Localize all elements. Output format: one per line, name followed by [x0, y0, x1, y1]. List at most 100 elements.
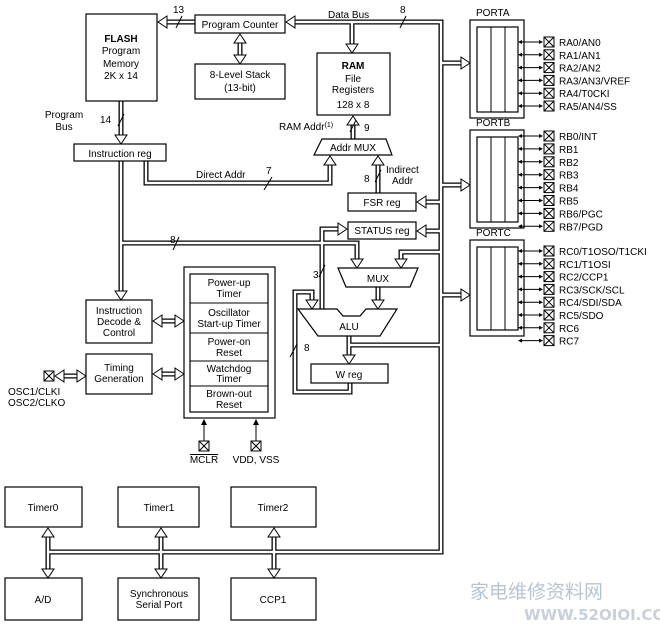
pin: RC0/T1OSO/T1CKI: [518, 245, 647, 258]
arrow-to-mux-l: [350, 258, 364, 269]
pin: RC1/T1OSI: [518, 258, 611, 271]
arrow-ccp1: [267, 568, 281, 579]
pin: RB3: [518, 169, 579, 182]
osc-startup-2: Start-up Timer: [197, 319, 261, 330]
timer0-label: Timer0: [28, 503, 59, 514]
pin-label: RA2/AN2: [559, 64, 601, 75]
alu-to-status-bus-inner: [320, 227, 340, 309]
timing-generation: Timing Generation: [85, 353, 153, 395]
pin-label: RA5/AN4/SS: [559, 102, 617, 113]
arrow-indirect-to-mux: [371, 155, 385, 166]
ad-converter: A/D: [4, 577, 83, 621]
osc-pin: OSC1/CLKI OSC2/CLKO: [8, 370, 65, 409]
mclr-pin: MCLR: [190, 419, 218, 466]
pin: RB1: [518, 143, 579, 156]
port-name: PORTA: [476, 8, 510, 19]
bus-to-mux-inner: [399, 250, 441, 261]
pin-label: RC1/T1OSI: [559, 260, 611, 271]
ram-line2: Registers: [332, 85, 374, 96]
stack-line2: (13-bit): [224, 83, 256, 94]
stack: 8-Level Stack (13-bit): [194, 63, 286, 100]
pin-label: RB0/INT: [559, 132, 597, 143]
w-reg-label: W reg: [336, 370, 363, 381]
ram-line1: File: [345, 74, 362, 85]
data-bus-width-label: 8: [400, 5, 406, 16]
watermark-url: WWW.52OIOI.COM: [524, 606, 660, 624]
reset-timer-block: Power-up Timer Oscillator Start-up Timer…: [183, 266, 276, 419]
ram-addr-label: RAM Addr(1): [279, 122, 333, 133]
timer1-label: Timer1: [144, 503, 175, 514]
instruction-reg-label: Instruction reg: [88, 149, 151, 160]
arrow-ad: [41, 568, 55, 579]
power-up-timer-1: Power-up: [208, 278, 251, 289]
fsr-reg: FSR reg: [347, 192, 417, 212]
bus-labels: 13 Data Bus 8 Program Bus 14 RAM Addr(1)…: [45, 5, 419, 354]
pin: RC5/SDO: [518, 309, 604, 322]
arrow-to-ram: [345, 43, 359, 54]
mux-label: MUX: [367, 274, 390, 285]
bus-width-ticks: [117, 15, 407, 358]
pin-label: RB4: [559, 184, 579, 195]
ram-title: RAM: [342, 61, 365, 72]
flash-line1: Program: [102, 46, 140, 57]
arrow-decode-r: [174, 314, 185, 328]
arrow-osc-l: [54, 369, 65, 383]
arrow-pc-stack-up: [233, 33, 247, 44]
pin: RB0/INT: [518, 130, 597, 143]
decode-line1: Instruction: [96, 306, 142, 317]
pin-label: RC2/CCP1: [559, 273, 609, 284]
ram-addr-note: (1): [325, 122, 334, 129]
ram-file-registers: RAM File Registers 128 x 8: [316, 52, 391, 116]
arrow-to-flash: [157, 15, 168, 29]
w-feedback-bus-inner: [293, 290, 352, 394]
arrow-to-portb: [460, 178, 471, 192]
pin-label: RC4/SDI/SDA: [559, 298, 622, 309]
flash-title: FLASH: [104, 34, 137, 45]
vdd-vss-pin: VDD, VSS: [233, 419, 280, 466]
timer2: Timer2: [230, 486, 317, 528]
pin: RC6: [518, 322, 579, 335]
pin: RC7: [518, 335, 579, 348]
pin: RA2/AN2: [518, 62, 601, 75]
timing-line1: Timing: [104, 363, 134, 374]
arrow-timer1: [154, 527, 168, 538]
osc2-label: OSC2/CLKO: [8, 398, 65, 409]
program-counter: Program Counter: [194, 14, 286, 34]
indirect-addr-label-2: Addr: [392, 176, 414, 187]
arrow-to-ir: [114, 134, 128, 145]
stack-line1: 8-Level Stack: [210, 70, 272, 81]
arrow-to-ram-addr: [346, 115, 360, 126]
arrow-to-fsr: [416, 195, 427, 209]
port-porta: PORTARA0/AN0RA1/AN1RA2/AN2RA3/AN3/VREFRA…: [469, 8, 630, 119]
pin-label: RA3/AN3/VREF: [559, 76, 630, 87]
arrow-to-status-r: [416, 224, 427, 238]
arrow-osc-r: [76, 369, 87, 383]
watchdog-2: Timer: [216, 374, 242, 385]
pin-label: RC3/SCK/SCL: [559, 285, 625, 296]
arrow-timer0: [41, 527, 55, 538]
pin-label: RB1: [559, 145, 579, 156]
pc-width-label: 13: [173, 5, 185, 16]
literal-width-label: 8: [170, 235, 176, 246]
watermark: 家电维修资料网 WWW.52OIOI.COM: [470, 581, 660, 624]
indirect-addr-width-label: 8: [364, 174, 370, 185]
pin-label: RC6: [559, 324, 579, 335]
pin: RB2: [518, 156, 579, 169]
osc-startup-1: Oscillator: [208, 308, 250, 319]
port-portb: PORTBRB0/INTRB1RB2RB3RB4RB5RB6/PGCRB7/PG…: [469, 118, 603, 233]
addr-mux-label: Addr MUX: [330, 143, 376, 154]
pin-label: RA1/AN1: [559, 51, 601, 62]
alu-label: ALU: [339, 322, 358, 333]
pin: RB5: [518, 195, 579, 208]
pin: RC2/CCP1: [518, 271, 609, 284]
timer1: Timer1: [117, 486, 200, 528]
ssp-line1: Synchronous: [130, 589, 188, 600]
arrow-to-decode: [114, 290, 128, 301]
arrow-to-mux-r: [394, 258, 408, 269]
watchdog-1: Watchdog: [207, 364, 252, 375]
program-bus-width-label: 14: [100, 115, 112, 126]
timer2-label: Timer2: [258, 503, 289, 514]
arrow-w-to-alu: [305, 299, 319, 310]
indirect-addr-label-1: Indirect: [386, 165, 419, 176]
